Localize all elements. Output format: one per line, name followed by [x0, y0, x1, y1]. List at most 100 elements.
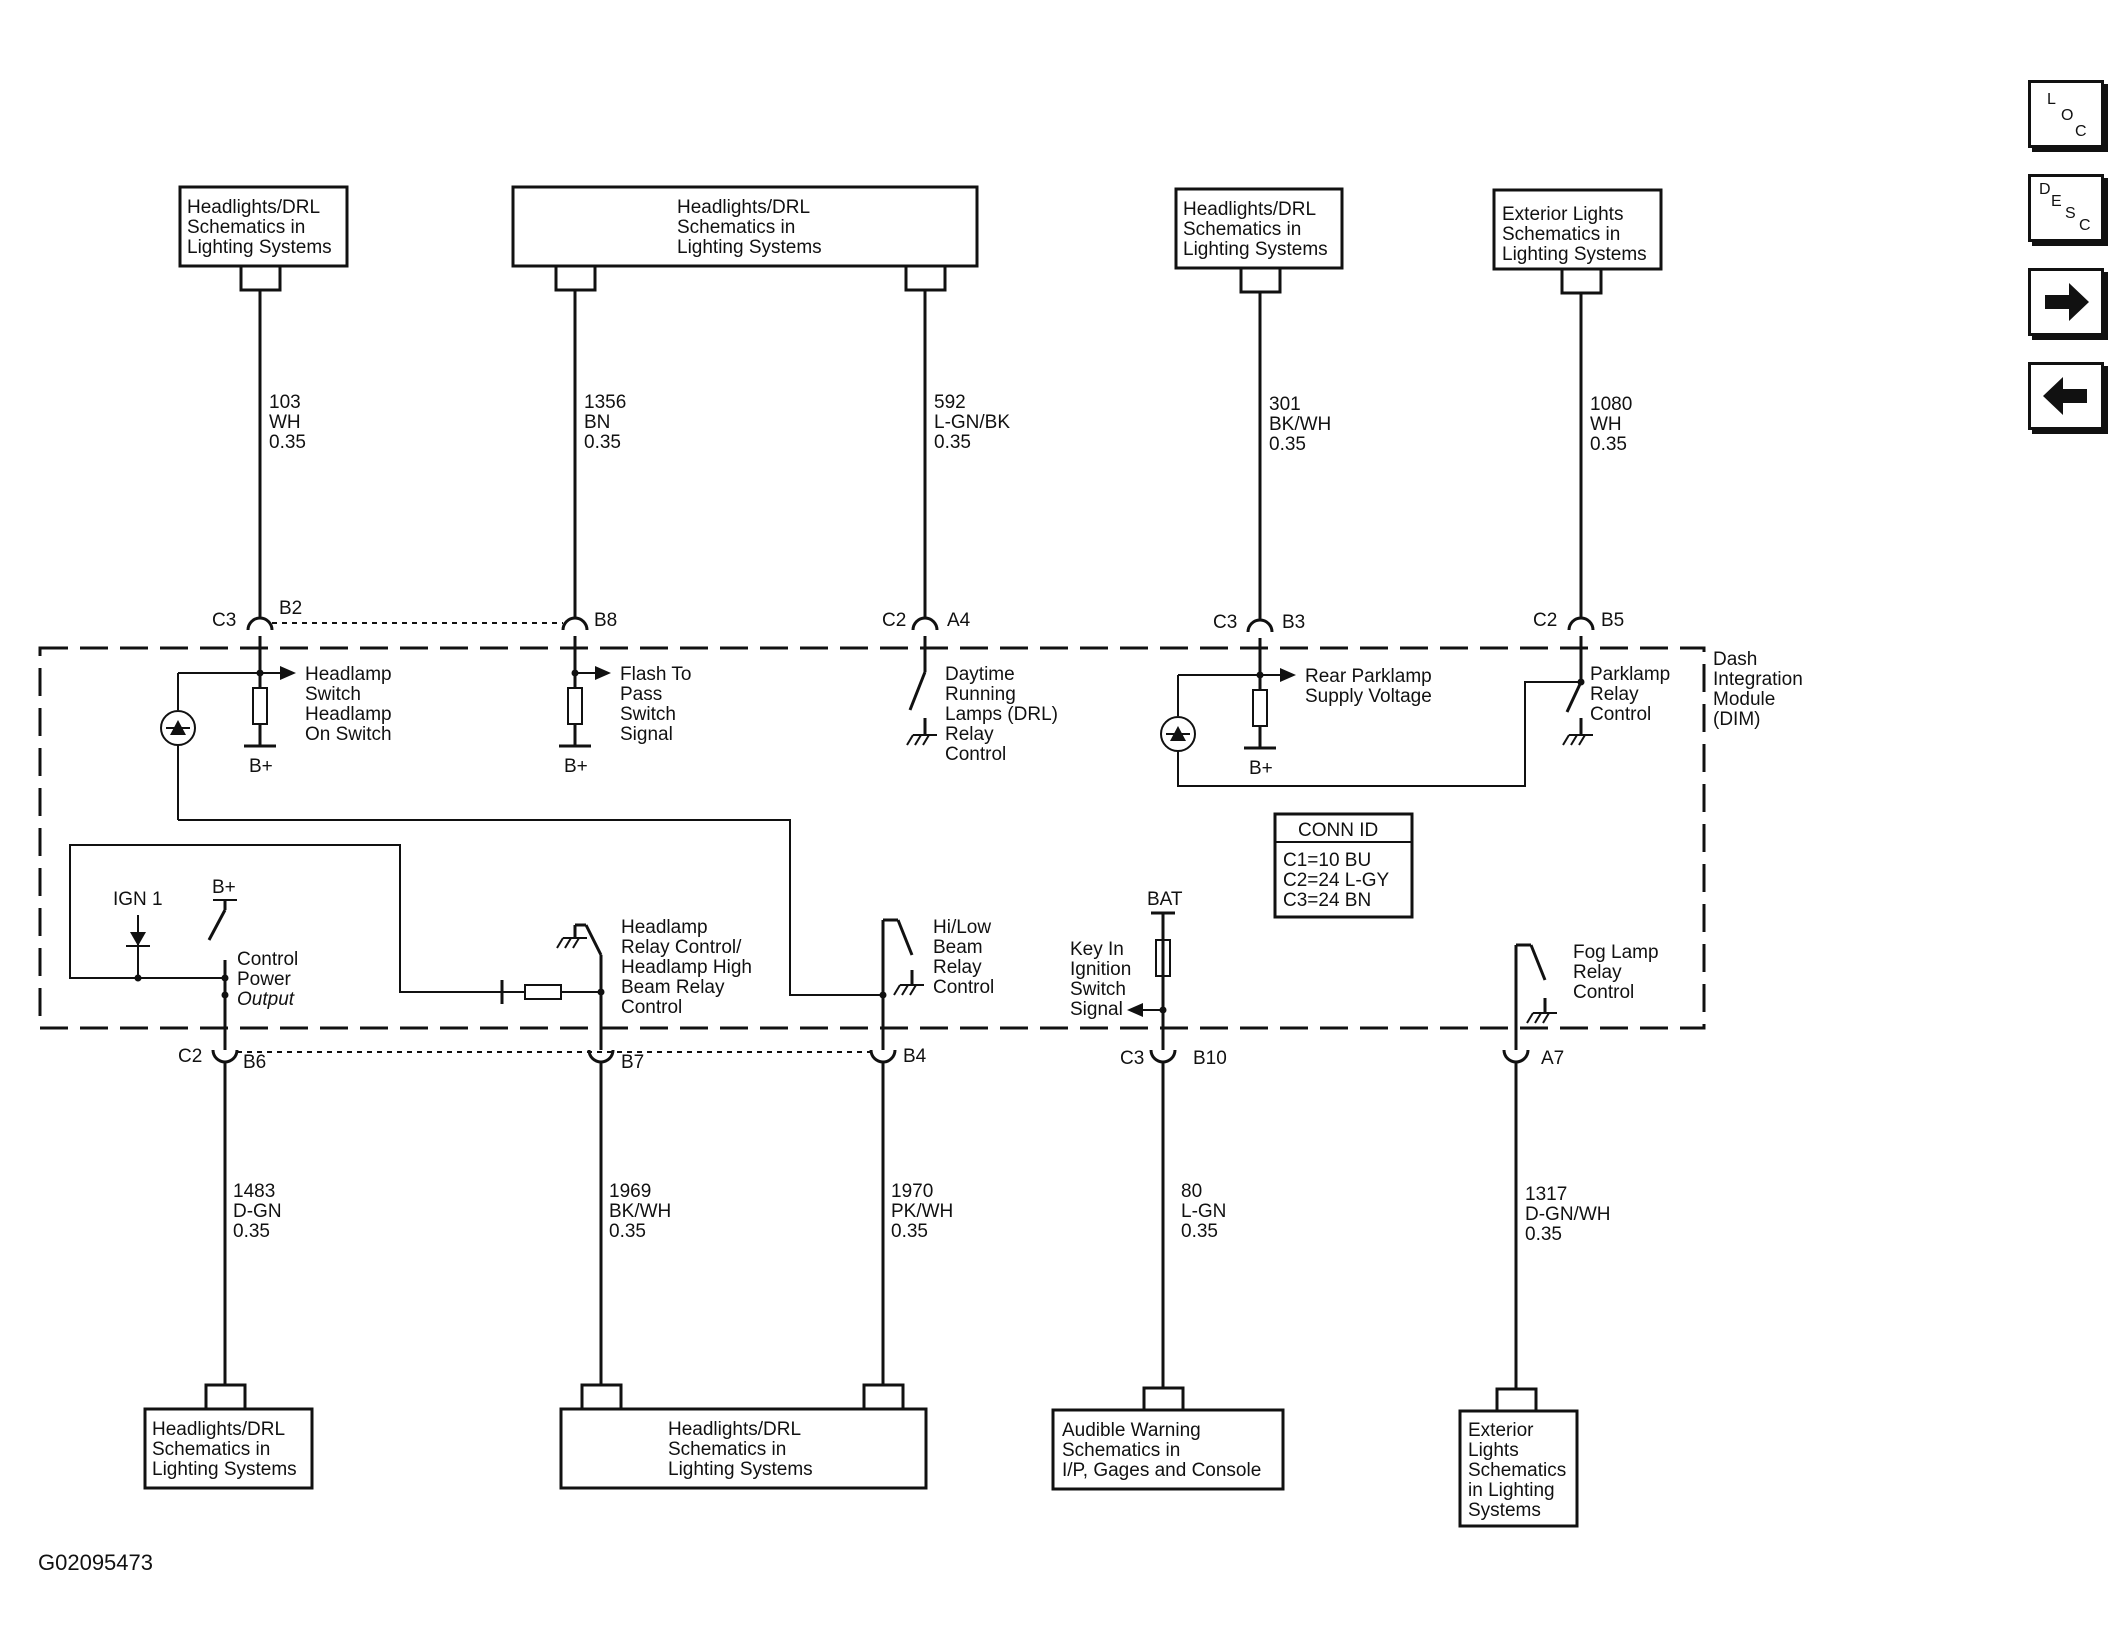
svg-text:C2=24 L-GY: C2=24 L-GY: [1283, 870, 1389, 891]
svg-text:0.35: 0.35: [1269, 434, 1306, 455]
wire-label-1969: 1969 BK/WH 0.35: [609, 1181, 671, 1242]
box-bot2[interactable]: Headlights/DRL Schematics in Lighting Sy…: [559, 1407, 928, 1490]
desc-letter-s: S: [2065, 205, 2076, 222]
box-top2[interactable]: Headlights/DRL Schematics in Lighting Sy…: [511, 185, 979, 268]
svg-text:B+: B+: [212, 877, 236, 898]
bottom-connector-tabs: [204, 1383, 1538, 1411]
box-bot3[interactable]: Audible Warning Schematics in I/P, Gages…: [1051, 1408, 1285, 1491]
wire-label-1080: 1080 WH 0.35: [1590, 394, 1632, 455]
box-bot2-line3: Lighting Systems: [668, 1459, 813, 1480]
loc-letter-c: C: [2075, 123, 2087, 140]
svg-text:B+: B+: [1249, 758, 1273, 779]
svg-text:D-GN/WH: D-GN/WH: [1525, 1204, 1610, 1225]
svg-text:CONN ID: CONN ID: [1298, 820, 1378, 841]
svg-text:Relay: Relay: [1590, 684, 1639, 705]
svg-text:B+: B+: [564, 756, 588, 777]
wire-label-1317: 1317 D-GN/WH 0.35: [1525, 1184, 1610, 1245]
dim-module-label: Dash Integration Module (DIM): [1713, 649, 1803, 730]
box-top3-line1: Headlights/DRL: [1183, 199, 1316, 220]
svg-text:Ignition: Ignition: [1070, 959, 1131, 980]
top-connector-tabs: [239, 266, 1603, 295]
dim-module-outline: [38, 646, 1706, 1030]
key-in-ignition-labels: BAT Key In Ignition Switch Signal: [1070, 889, 1183, 1020]
connector-labels-top: C3 B2 B8 C2 A4 C3 B3 C2 B5: [212, 598, 1624, 633]
svg-text:Switch: Switch: [305, 684, 361, 705]
svg-text:WH: WH: [269, 412, 301, 433]
wire-label-1356: 1356 BN 0.35: [584, 392, 626, 453]
box-top3[interactable]: Headlights/DRL Schematics in Lighting Sy…: [1174, 187, 1344, 270]
control-power-circuit: [69, 844, 502, 1040]
svg-text:C3: C3: [212, 610, 236, 631]
svg-text:0.35: 0.35: [609, 1221, 646, 1242]
svg-text:Lamps (DRL): Lamps (DRL): [945, 704, 1058, 725]
svg-text:Relay Control/: Relay Control/: [621, 937, 742, 958]
previous-page-button[interactable]: [2028, 362, 2104, 430]
svg-text:Relay: Relay: [945, 724, 994, 745]
right-arrow-icon: [2045, 283, 2089, 321]
box-bot4-line2: Lights: [1468, 1440, 1519, 1461]
box-top1-line2: Schematics in: [187, 217, 305, 238]
svg-text:IGN 1: IGN 1: [113, 889, 163, 910]
svg-text:L-GN: L-GN: [1181, 1201, 1226, 1222]
wire-label-301: 301 BK/WH 0.35: [1269, 394, 1331, 455]
svg-text:Parklamp: Parklamp: [1590, 664, 1670, 685]
headlamp-switch-labels: B+ Headlamp Switch Headlamp On Switch: [249, 664, 392, 777]
svg-text:C1=10 BU: C1=10 BU: [1283, 850, 1371, 871]
svg-text:1969: 1969: [609, 1181, 651, 1202]
svg-text:0.35: 0.35: [1181, 1221, 1218, 1242]
svg-text:301: 301: [1269, 394, 1301, 415]
svg-text:1970: 1970: [891, 1181, 933, 1202]
desc-letter-e: E: [2051, 193, 2062, 210]
box-bot2-line1: Headlights/DRL: [668, 1419, 801, 1440]
box-top3-line2: Schematics in: [1183, 219, 1301, 240]
loc-letter-o: O: [2061, 107, 2074, 124]
svg-text:Control: Control: [945, 744, 1006, 765]
desc-letter-d: D: [2039, 181, 2051, 198]
svg-text:0.35: 0.35: [1590, 434, 1627, 455]
svg-text:Pass: Pass: [620, 684, 662, 705]
location-button[interactable]: L O C: [2028, 80, 2104, 148]
svg-text:0.35: 0.35: [1525, 1224, 1562, 1245]
box-bot4[interactable]: Exterior Lights Schematics in Lighting S…: [1458, 1409, 1579, 1528]
svg-text:C3: C3: [1120, 1048, 1144, 1069]
indicator-feed-wire: [178, 819, 883, 996]
control-power-labels: IGN 1 B+ Control Power Output: [113, 877, 298, 1010]
box-bot1[interactable]: Headlights/DRL Schematics in Lighting Sy…: [143, 1407, 314, 1490]
svg-text:80: 80: [1181, 1181, 1202, 1202]
description-button[interactable]: D E S C: [2028, 174, 2104, 242]
bottom-wires: [223, 1062, 1518, 1389]
svg-text:(DIM): (DIM): [1713, 709, 1760, 730]
svg-text:Supply Voltage: Supply Voltage: [1305, 686, 1432, 707]
next-page-button[interactable]: [2028, 268, 2104, 336]
wire-label-1970: 1970 PK/WH 0.35: [891, 1181, 953, 1242]
left-arrow-icon: [2043, 377, 2087, 415]
svg-text:C2: C2: [178, 1046, 202, 1067]
box-top1[interactable]: Headlights/DRL Schematics in Lighting Sy…: [178, 185, 349, 268]
box-bot2-line2: Schematics in: [668, 1439, 786, 1460]
svg-text:103: 103: [269, 392, 301, 413]
box-top2-line2: Schematics in: [677, 217, 795, 238]
wire-label-80: 80 L-GN 0.35: [1181, 1181, 1226, 1242]
box-top2-line1: Headlights/DRL: [677, 197, 810, 218]
svg-text:Beam Relay: Beam Relay: [621, 977, 725, 998]
svg-text:1483: 1483: [233, 1181, 275, 1202]
box-top1-line1: Headlights/DRL: [187, 197, 320, 218]
box-bot3-line2: Schematics in: [1062, 1440, 1180, 1461]
svg-text:D-GN: D-GN: [233, 1201, 282, 1222]
svg-text:Signal: Signal: [1070, 999, 1123, 1020]
svg-text:Fog Lamp: Fog Lamp: [1573, 942, 1659, 963]
svg-text:0.35: 0.35: [233, 1221, 270, 1242]
svg-text:Flash To: Flash To: [620, 664, 691, 685]
fog-lamp-labels: Fog Lamp Relay Control: [1573, 942, 1659, 1003]
svg-text:Headlamp: Headlamp: [621, 917, 708, 938]
svg-text:1080: 1080: [1590, 394, 1632, 415]
svg-text:C3: C3: [1213, 612, 1237, 633]
box-top4[interactable]: Exterior Lights Schematics in Lighting S…: [1492, 188, 1663, 271]
svg-text:BK/WH: BK/WH: [1269, 414, 1331, 435]
svg-text:Control: Control: [933, 977, 994, 998]
svg-text:Control: Control: [237, 949, 298, 970]
box-bot3-line1: Audible Warning: [1062, 1420, 1201, 1441]
svg-text:BK/WH: BK/WH: [609, 1201, 671, 1222]
box-top3-line3: Lighting Systems: [1183, 239, 1328, 260]
